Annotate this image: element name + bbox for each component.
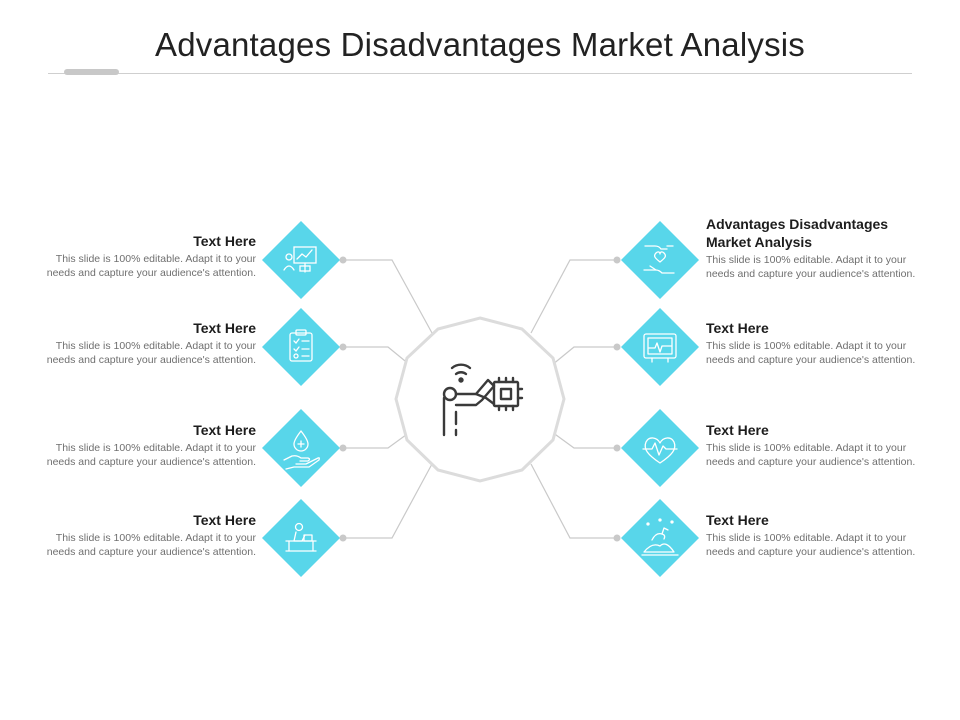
dot-right-3 [613,444,621,452]
item-left-2: Text Here This slide is 100% editable. A… [6,319,256,367]
item-title-line: Advantages Disadvantages [706,216,889,232]
hand-drop-care-icon [283,430,320,470]
connector-right-4 [530,463,617,539]
item-right-1: Advantages Disadvantages Market Analysis… [706,215,956,281]
robotic-arm-chip-icon [442,363,524,437]
item-description-line: This slide is 100% editable. Adapt it to… [55,532,256,544]
connector-left-4 [343,463,433,539]
connectors-left [343,259,433,539]
item-right-4: Text Here This slide is 100% editable. A… [706,511,956,559]
connectors-right [530,259,617,539]
item-description-line: This slide is 100% editable. Adapt it to… [706,340,907,352]
item-title: Text Here [193,512,256,528]
item-description-line: needs and capture your audience's attent… [46,267,256,279]
diamond-right-2 [621,308,699,386]
hands-heart-icon [643,245,675,274]
clipboard-checklist-icon [289,329,313,362]
item-description-line: This slide is 100% editable. Adapt it to… [55,253,256,265]
connector-right-1 [530,259,617,334]
item-title: Text Here [706,320,769,336]
heart-monitor-screen-icon [643,333,677,363]
title-accent-bar [64,69,119,75]
item-description-line: needs and capture your audience's attent… [706,546,916,558]
diamond-left-4 [262,499,340,577]
item-left-1: Text Here This slide is 100% editable. A… [6,232,256,280]
dot-left-3 [339,444,347,452]
dot-left-4 [339,534,347,542]
diamond-left-1 [262,221,340,299]
item-right-2: Text Here This slide is 100% editable. A… [706,319,956,367]
item-description-line: needs and capture your audience's attent… [706,456,916,468]
presentation-team-icon [283,246,317,273]
slide-title: Advantages Disadvantages Market Analysis [154,26,806,63]
connector-left-2 [343,346,411,366]
item-description-line: This slide is 100% editable. Adapt it to… [55,442,256,454]
connector-right-3 [551,431,617,449]
connector-left-3 [343,431,411,449]
item-title: Text Here [193,233,256,249]
diamond-left-3 [262,409,340,487]
center-hub [394,316,566,483]
item-description-line: This slide is 100% editable. Adapt it to… [55,340,256,352]
item-title: Text Here [706,422,769,438]
heartbeat-icon [642,437,678,464]
connector-left-1 [343,259,433,334]
item-left-3: Text Here This slide is 100% editable. A… [6,421,256,469]
item-right-3: Text Here This slide is 100% editable. A… [706,421,956,469]
item-description-line: needs and capture your audience's attent… [46,456,256,468]
island-landscape-icon [641,518,679,556]
item-description-line: needs and capture your audience's attent… [706,268,916,280]
dot-right-2 [613,343,621,351]
dot-left-2 [339,343,347,351]
item-title-line: Market Analysis [706,234,813,250]
item-description-line: needs and capture your audience's attent… [46,546,256,558]
person-at-desk-icon [285,522,317,552]
item-description-line: This slide is 100% editable. Adapt it to… [706,532,907,544]
item-description-line: This slide is 100% editable. Adapt it to… [706,254,907,266]
dot-right-4 [613,534,621,542]
title-divider [48,73,912,74]
diamond-right-4 [621,499,699,577]
item-description-line: This slide is 100% editable. Adapt it to… [706,442,907,454]
item-left-4: Text Here This slide is 100% editable. A… [6,511,256,559]
diamond-right-1 [621,221,699,299]
item-description-line: needs and capture your audience's attent… [706,354,916,366]
item-title: Text Here [706,512,769,528]
item-title: Text Here [193,320,256,336]
diamond-right-3 [621,409,699,487]
item-description-line: needs and capture your audience's attent… [46,354,256,366]
connector-dots [339,256,621,542]
dot-left-1 [339,256,347,264]
diamond-left-2 [262,308,340,386]
dot-right-1 [613,256,621,264]
connector-right-2 [551,346,617,366]
item-title: Text Here [193,422,256,438]
